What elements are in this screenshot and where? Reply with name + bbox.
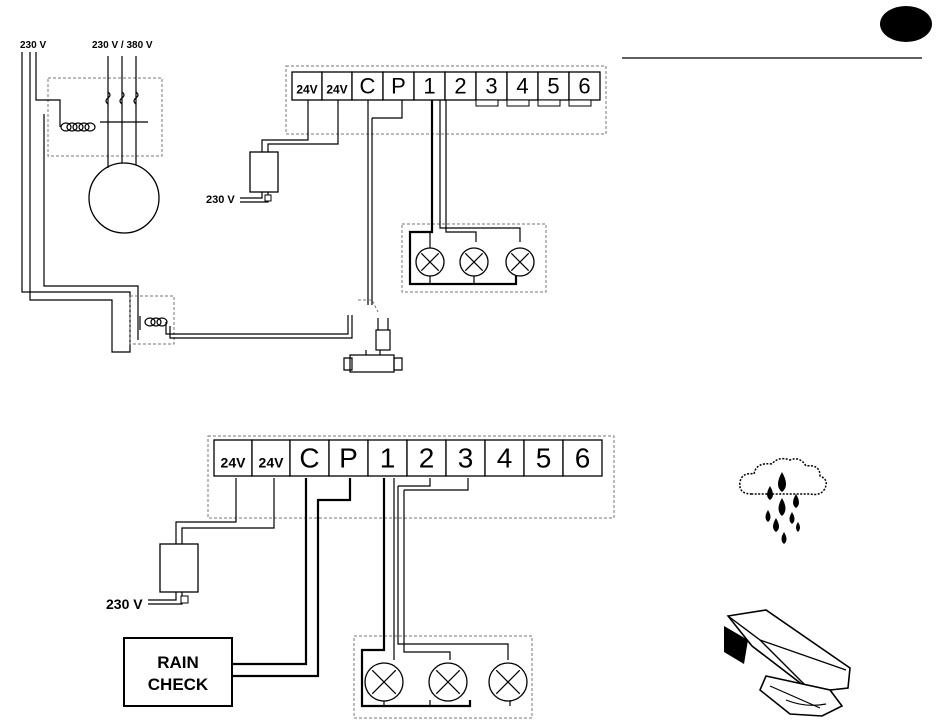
terminal-label: 5 [536,442,552,473]
terminal-label: 24V [259,454,285,470]
terminal-label: 6 [575,442,591,473]
terminal-label: 3 [458,442,474,473]
terminal-label: 2 [454,73,466,98]
terminal-label: C [299,442,319,473]
terminal-label: 1 [380,442,396,473]
lamp-icon [460,248,488,276]
supply-label-230-380v: 230 V / 380 V [92,40,153,51]
language-badge-icon [880,6,932,42]
top-wiring-diagram: 230 V 230 V / 380 V [20,40,606,372]
bottom-transformer [160,544,198,592]
solenoid-valve-icon [344,318,402,372]
terminal-label: 6 [578,73,590,98]
rain-check-label-line1: RAIN [157,653,199,672]
pump-motor-icon [89,163,159,233]
motor-starter-box [48,78,162,156]
top-transformer [250,152,278,192]
terminal-label: 2 [419,442,435,473]
terminal-label: C [360,73,376,98]
rain-check-box [124,638,232,706]
top-transformer-supply-label: 230 V [206,194,235,206]
terminal-label: 3 [485,73,497,98]
lamp-icon [416,248,444,276]
rain-sensor-icon [724,610,850,716]
terminal-label: 4 [516,73,528,98]
contactor-coil-icon [61,123,95,131]
terminal-label: 24V [296,82,317,96]
rain-check-label-line2: CHECK [148,675,209,694]
supply-label-230v: 230 V [20,40,46,51]
terminal-label: 5 [547,73,559,98]
terminal-label: 4 [497,442,513,473]
rain-cloud-icon [740,459,827,544]
terminal-label: P [391,73,406,98]
lamp-icon [506,248,534,276]
terminal-label: 24V [326,82,347,96]
bottom-transformer-supply-label: 230 V [106,596,143,612]
terminal-label: 24V [221,454,247,470]
lamp-icon [489,663,527,701]
terminal-label: 1 [423,73,435,98]
relay-coil-icon [145,318,167,326]
lamp-icon [429,663,467,701]
terminal-label: P [339,442,358,473]
lamp-icon [365,663,403,701]
